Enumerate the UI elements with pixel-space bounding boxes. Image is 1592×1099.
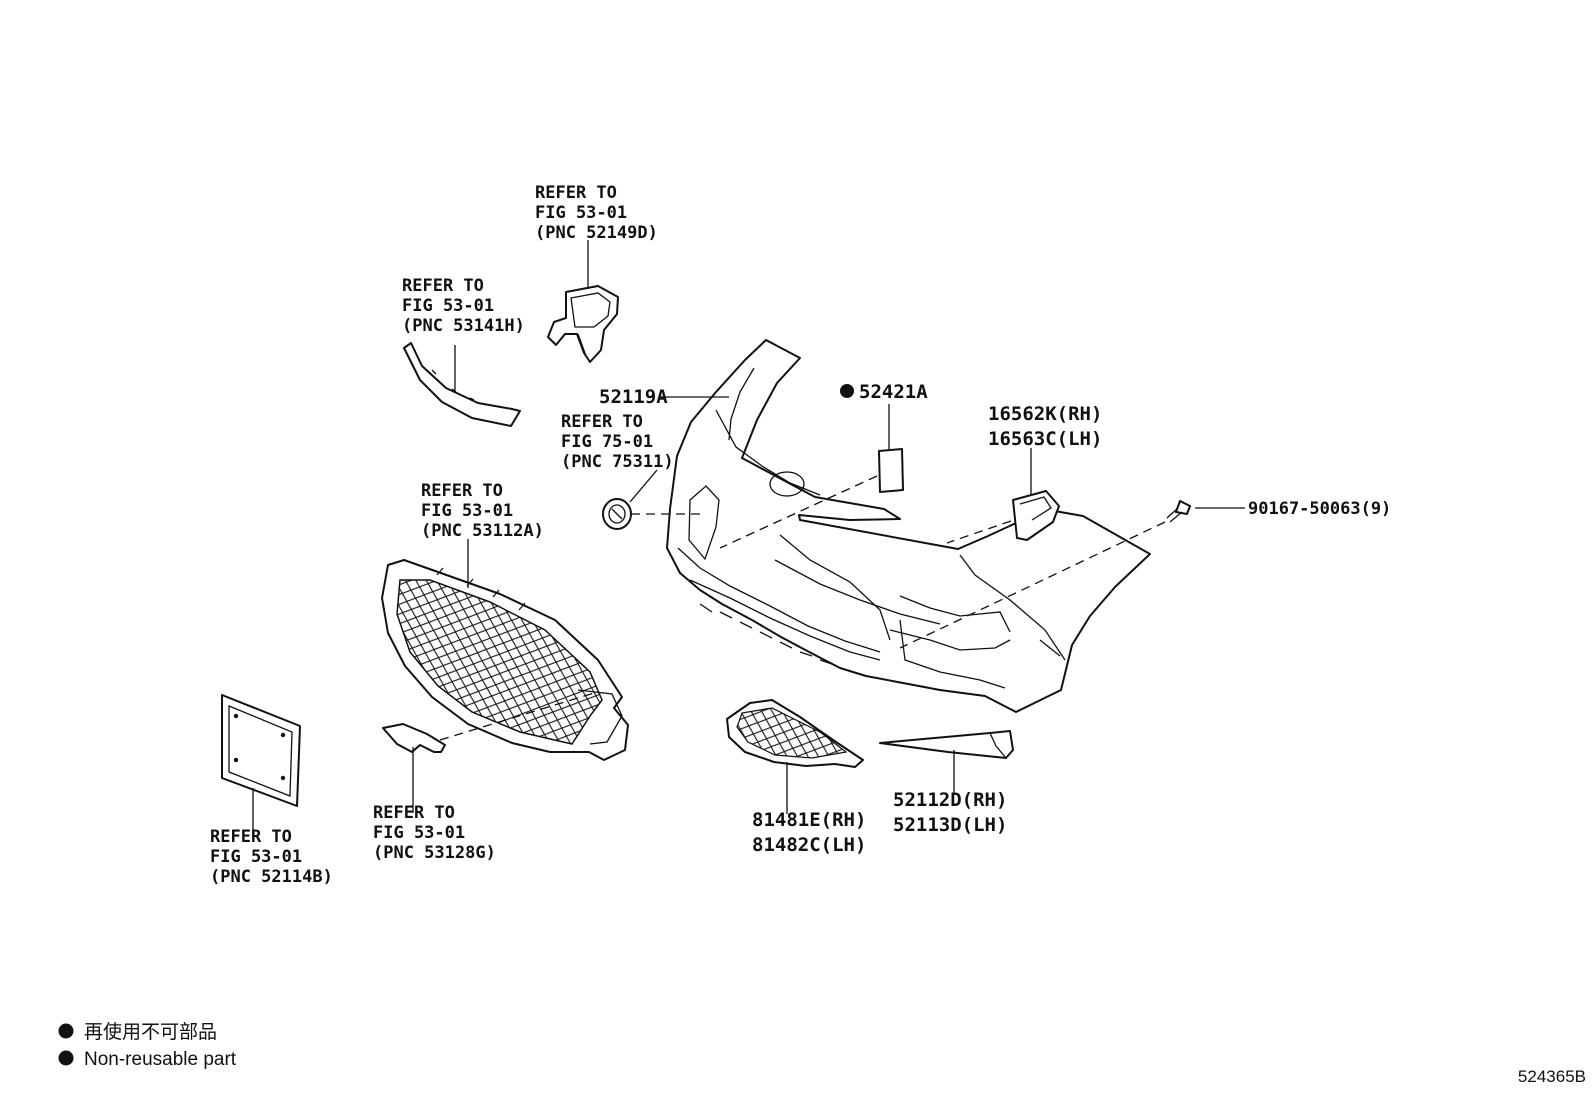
callout-grille-ref: REFER TO FIG 53-01 (PNC 53112A) <box>421 481 544 541</box>
bumper-retainer-part <box>1012 490 1060 541</box>
clip-ref-line2: FIG 53-01 <box>373 823 465 843</box>
molding-ref-line3: (PNC 53141H) <box>402 316 525 336</box>
bracket-ref-line2: FIG 53-01 <box>535 203 627 223</box>
emblem-ref-line2: FIG 75-01 <box>561 432 653 452</box>
bumper-cover-part <box>666 339 1151 713</box>
grille-molding-part <box>403 342 521 427</box>
part-number-fog-cover-lh: 81482C(LH) <box>752 834 866 856</box>
callout-clip-ref: REFER TO FIG 53-01 (PNC 53128G) <box>373 803 496 863</box>
legend-bullet-icon <box>58 1023 74 1039</box>
label-part <box>878 448 904 493</box>
bracket-ref-line1: REFER TO <box>535 183 617 203</box>
molding-ref-line1: REFER TO <box>402 276 484 296</box>
legend: 再使用不可部品 Non-reusable part <box>58 1021 237 1070</box>
callout-molding-ref: REFER TO FIG 53-01 (PNC 53141H) <box>402 276 525 336</box>
clip-ref-line1: REFER TO <box>373 803 455 823</box>
plate-ref-line1: REFER TO <box>210 827 292 847</box>
callout-bracket-ref: REFER TO FIG 53-01 (PNC 52149D) <box>535 183 658 243</box>
screw-part <box>1166 500 1191 523</box>
upper-bracket-part <box>547 285 619 363</box>
callout-emblem-ref: REFER TO FIG 75-01 (PNC 75311) <box>561 412 674 472</box>
part-number-bumper-cover: 52119A <box>599 386 668 408</box>
grille-ref-line2: FIG 53-01 <box>421 501 513 521</box>
emblem-ref-line1: REFER TO <box>561 412 643 432</box>
part-number-spoiler-lh: 52113D(LH) <box>893 814 1007 836</box>
figure-id: 524365B <box>1518 1067 1586 1086</box>
grille-clip-part <box>382 723 446 753</box>
license-plate-bracket-part <box>221 694 301 807</box>
part-number-screw: 90167-50063(9) <box>1248 499 1391 519</box>
emblem-part <box>602 498 632 530</box>
radiator-grille-part <box>381 559 629 761</box>
fog-lamp-cover-part <box>726 699 864 768</box>
bumper-spoiler-part <box>879 730 1014 759</box>
clip-ref-line3: (PNC 53128G) <box>373 843 496 863</box>
part-number-label: 52421A <box>859 381 928 403</box>
callout-plate-ref: REFER TO FIG 53-01 (PNC 52114B) <box>210 827 333 887</box>
emblem-ref-line3: (PNC 75311) <box>561 452 674 472</box>
bracket-ref-line3: (PNC 52149D) <box>535 223 658 243</box>
legend-japanese: 再使用不可部品 <box>84 1021 217 1043</box>
legend-english: Non-reusable part <box>84 1049 237 1070</box>
molding-ref-line2: FIG 53-01 <box>402 296 494 316</box>
part-number-fog-cover-rh: 81481E(RH) <box>752 809 866 831</box>
plate-ref-line2: FIG 53-01 <box>210 847 302 867</box>
plate-ref-line3: (PNC 52114B) <box>210 867 333 887</box>
grille-ref-line1: REFER TO <box>421 481 503 501</box>
part-number-retainer-lh: 16563C(LH) <box>988 428 1102 450</box>
part-number-retainer-rh: 16562K(RH) <box>988 403 1102 425</box>
non-reusable-bullet-icon <box>840 384 854 398</box>
legend-bullet-icon <box>58 1050 74 1066</box>
grille-ref-line3: (PNC 53112A) <box>421 521 544 541</box>
part-number-spoiler-rh: 52112D(RH) <box>893 789 1007 811</box>
